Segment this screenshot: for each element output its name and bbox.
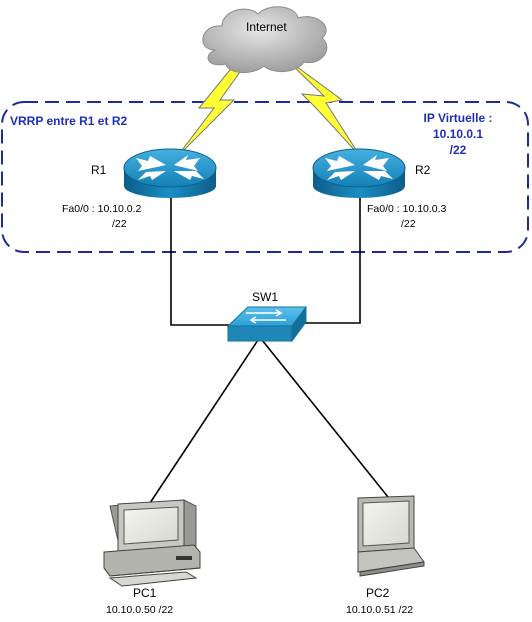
switch-sw1-icon	[226, 305, 307, 343]
link-sw1-pc1	[149, 339, 259, 504]
pc2-ip: 10.10.0.51 /22	[346, 604, 414, 616]
vrrp-zone-border	[1, 101, 529, 253]
vrrp-zone-title: VRRP entre R1 et R2	[10, 114, 128, 128]
pc2-laptop-icon	[357, 495, 425, 577]
router-r1-name: R1	[91, 163, 107, 177]
router-r1-icon	[123, 148, 217, 198]
router-r2-mask: /22	[401, 218, 416, 230]
router-r2-interface: Fa0/0 : 10.10.0.3	[367, 203, 447, 215]
pc2-name: PC2	[366, 586, 390, 600]
router-r2-name: R2	[415, 163, 431, 177]
internet-label: Internet	[246, 20, 287, 34]
link-r1-sw1	[170, 192, 232, 326]
wan-link-bolt-r2	[284, 57, 361, 157]
pc1-name: PC1	[133, 586, 157, 600]
switch-sw1-name: SW1	[252, 290, 279, 304]
links	[149, 192, 389, 504]
internet-cloud-icon	[202, 6, 328, 73]
virtual-ip-address: 10.10.0.1	[432, 127, 484, 141]
wan-link-bolt-r1	[175, 57, 252, 159]
router-r2-icon	[312, 148, 406, 198]
pc1-ip: 10.10.0.50 /22	[106, 604, 174, 616]
router-r1-mask: /22	[112, 218, 127, 230]
router-r1-interface: Fa0/0 : 10.10.0.2	[62, 203, 142, 215]
virtual-ip-title: IP Virtuelle :	[423, 111, 493, 125]
link-sw1-pc2	[261, 339, 389, 498]
pc1-desktop-icon	[103, 499, 201, 587]
link-r2-sw1	[298, 192, 361, 324]
virtual-ip-mask: /22	[449, 143, 467, 157]
